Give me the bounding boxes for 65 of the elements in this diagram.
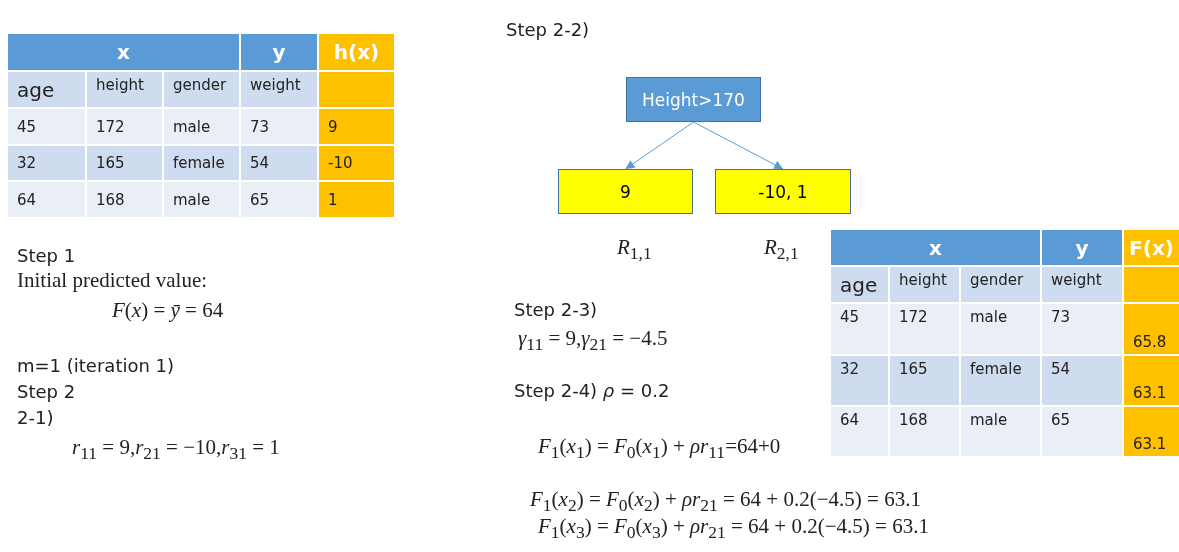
- column-header-cell: gender: [961, 267, 1040, 302]
- step-heading: Step 1: [17, 245, 76, 266]
- table-cell: 63.1: [1124, 356, 1179, 405]
- leaf-box: -10, 1: [715, 169, 851, 214]
- leaf-box: 9: [558, 169, 693, 214]
- header-cell: y: [1042, 230, 1122, 265]
- arrow: [693, 121, 784, 170]
- formula: γ$_{11}$ = 9,γ$_{21}$ = −4.5: [518, 327, 668, 355]
- header-cell: F(x): [1124, 230, 1179, 265]
- table-cell: 165: [890, 356, 959, 405]
- table-cell: 1: [319, 182, 394, 217]
- formula: F$_{1}$(x$_{1}$) = F$_{0}$(x$_{1}$) + ρr$_{11}$=64+0: [538, 435, 781, 463]
- table-cell: 172: [890, 304, 959, 354]
- formula: F$_{1}$(x$_{3}$) = F$_{0}$(x$_{3}$) + ρr$_{21}$ = 64 + 0.2(−4.5) = 63.1: [538, 515, 929, 543]
- table-cell: 65.8: [1124, 304, 1179, 354]
- table-cell: 32: [8, 146, 85, 180]
- table-cell: 63.1: [1124, 407, 1179, 456]
- table-cell: 32: [831, 356, 888, 405]
- table-cell: 172: [87, 109, 162, 144]
- column-header-cell: gender: [164, 72, 239, 107]
- header-cell: x: [831, 230, 1040, 265]
- table-cell: male: [164, 109, 239, 144]
- step-heading: Step 2: [17, 381, 76, 402]
- step-heading: Step 2-2): [506, 19, 590, 40]
- table-cell: 73: [1042, 304, 1122, 354]
- decision-box: Height>170: [626, 77, 761, 122]
- step-heading: Step 2-4) ρ = 0.2: [514, 380, 670, 401]
- arrow: [625, 121, 694, 170]
- table-cell: 168: [890, 407, 959, 456]
- header-cell: y: [241, 34, 317, 70]
- table-cell: male: [961, 407, 1040, 456]
- column-header-cell: weight: [1042, 267, 1122, 302]
- table-cell: 64: [831, 407, 888, 456]
- table-cell: 64: [8, 182, 85, 217]
- formula: F$_{1}$(x$_{2}$) = F$_{0}$(x$_{2}$) + ρr$_{21}$ = 64 + 0.2(−4.5) = 63.1: [530, 488, 921, 516]
- region-label: R$_{1,1}$: [617, 236, 652, 264]
- table-cell: male: [961, 304, 1040, 354]
- column-header-cell: height: [890, 267, 959, 302]
- table-cell: 165: [87, 146, 162, 180]
- table-cell: 54: [241, 146, 317, 180]
- table-cell: female: [164, 146, 239, 180]
- table-cell: 45: [8, 109, 85, 144]
- table-cell: 168: [87, 182, 162, 217]
- table-cell: 65: [241, 182, 317, 217]
- description-text: Initial predicted value:: [17, 268, 208, 293]
- header-cell: h(x): [319, 34, 394, 70]
- table-cell: 9: [319, 109, 394, 144]
- formula: r$_{11}$ = 9,r$_{21}$ = −10,r$_{31}$ = 1: [72, 436, 280, 464]
- step-heading: Step 2-3): [514, 299, 598, 320]
- step-heading: 2-1): [17, 407, 54, 428]
- column-header-cell: weight: [241, 72, 317, 107]
- region-label: R$_{2,1}$: [764, 236, 799, 264]
- column-header-cell: age: [831, 267, 888, 302]
- table-cell: male: [164, 182, 239, 217]
- table-cell: -10: [319, 146, 394, 180]
- table-cell: 65: [1042, 407, 1122, 456]
- table-cell: female: [961, 356, 1040, 405]
- step-heading: m=1 (iteration 1): [17, 355, 175, 376]
- column-header-cell: height: [87, 72, 162, 107]
- table-cell: 45: [831, 304, 888, 354]
- table-cell: 54: [1042, 356, 1122, 405]
- formula: F(x) = ȳ = 64: [112, 299, 224, 323]
- column-header-cell: age: [8, 72, 85, 107]
- header-cell: x: [8, 34, 239, 70]
- table-cell: 73: [241, 109, 317, 144]
